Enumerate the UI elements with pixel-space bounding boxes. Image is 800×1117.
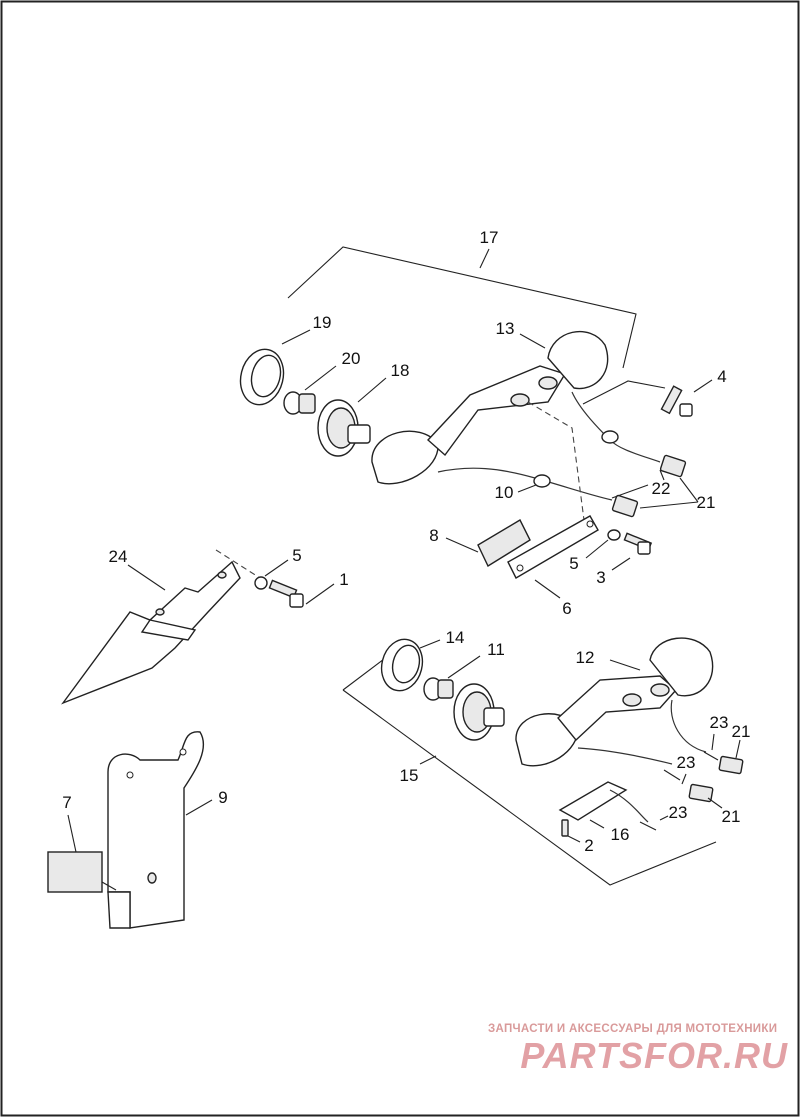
connector-21-b bbox=[688, 783, 714, 803]
callout-23-a: 23 bbox=[710, 713, 729, 732]
lens-19 bbox=[239, 348, 285, 406]
bracket-9 bbox=[107, 731, 205, 929]
callout-15: 15 bbox=[400, 766, 419, 785]
screw-2 bbox=[561, 819, 569, 837]
callout-19: 19 bbox=[313, 313, 332, 332]
watermark-logo: PARTSFOR.RU bbox=[520, 1035, 788, 1076]
connector-21-a bbox=[718, 755, 744, 775]
callout-12: 12 bbox=[576, 648, 595, 667]
callout-14: 14 bbox=[446, 628, 465, 647]
turn-signal-bar-13 bbox=[371, 330, 609, 485]
callout-8: 8 bbox=[429, 526, 438, 545]
callout-17: 17 bbox=[480, 228, 499, 247]
callout-4: 4 bbox=[717, 367, 726, 386]
assembly-15 bbox=[342, 637, 744, 886]
bolt-1 bbox=[268, 579, 304, 608]
mount-plate-6 bbox=[507, 515, 599, 579]
housing-18 bbox=[317, 399, 371, 457]
bolt-3 bbox=[623, 532, 653, 555]
callout-23-c: 23 bbox=[669, 803, 688, 822]
turn-signal-bar-12 bbox=[515, 637, 714, 767]
callout-22: 22 bbox=[652, 479, 671, 498]
callout-6: 6 bbox=[562, 599, 571, 618]
washer-5-right bbox=[607, 529, 621, 541]
reflector-7 bbox=[47, 851, 103, 893]
plate-light-16 bbox=[558, 781, 649, 823]
callout-5-left: 5 bbox=[292, 546, 301, 565]
callout-18: 18 bbox=[391, 361, 410, 380]
callout-21-upper: 21 bbox=[697, 493, 716, 512]
callout-13: 13 bbox=[496, 319, 515, 338]
callout-16: 16 bbox=[611, 825, 630, 844]
callout-23-b: 23 bbox=[677, 753, 696, 772]
washer-5-left bbox=[254, 576, 268, 590]
watermark-caption: ЗАПЧАСТИ И АКСЕССУАРЫ ДЛЯ МОТОТЕХНИКИ bbox=[488, 1023, 778, 1035]
callout-11: 11 bbox=[487, 640, 505, 659]
bulb-20 bbox=[283, 391, 316, 415]
callout-2: 2 bbox=[584, 836, 593, 855]
callout-24: 24 bbox=[109, 547, 128, 566]
bulb-11 bbox=[423, 677, 454, 701]
callout-20: 20 bbox=[342, 349, 361, 368]
connector-21-lower bbox=[611, 494, 639, 518]
callout-7: 7 bbox=[62, 793, 71, 812]
callout-1: 1 bbox=[339, 570, 348, 589]
callout-5-right: 5 bbox=[569, 554, 578, 573]
callout-9: 9 bbox=[218, 788, 227, 807]
callout-10: 10 bbox=[495, 483, 514, 502]
terminal-23-a bbox=[703, 751, 719, 761]
screw-4 bbox=[660, 385, 693, 417]
terminal-23-c bbox=[639, 821, 657, 831]
callout-21-b: 21 bbox=[732, 722, 751, 741]
connector-21-upper bbox=[659, 454, 687, 478]
reflector-8 bbox=[477, 519, 531, 568]
callout-3: 3 bbox=[596, 568, 605, 587]
lens-14 bbox=[380, 638, 424, 692]
callout-21-c: 21 bbox=[722, 807, 741, 826]
license-bracket-24 bbox=[60, 560, 241, 705]
terminal-23-b bbox=[663, 769, 681, 781]
assembly-17 bbox=[239, 246, 713, 521]
housing-lower bbox=[453, 683, 505, 741]
